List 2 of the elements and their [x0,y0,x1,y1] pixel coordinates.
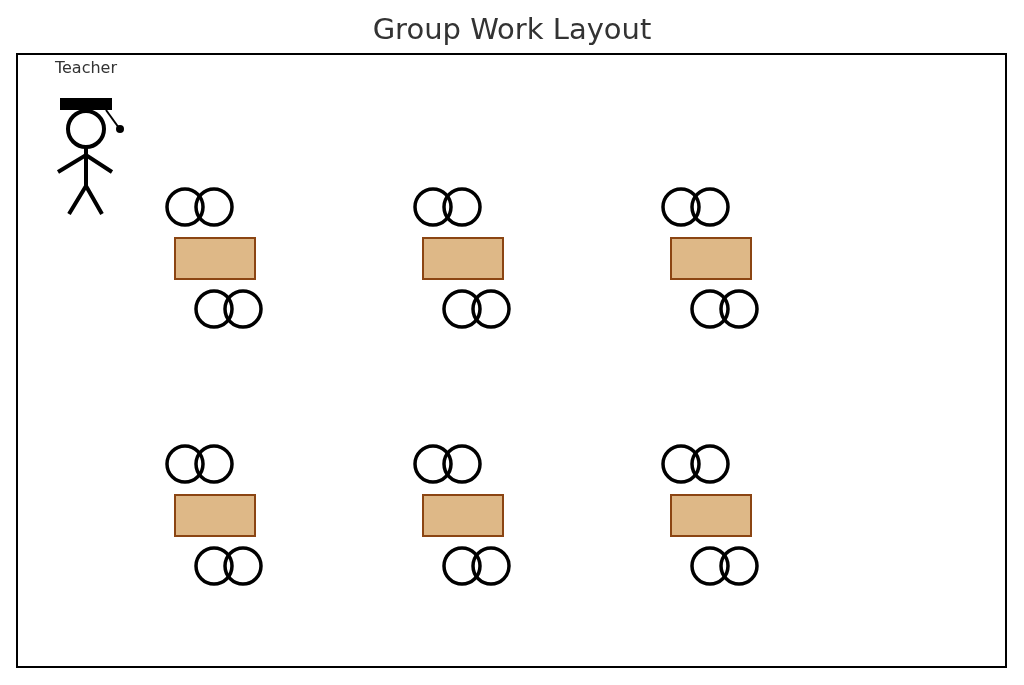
title: Group Work Layout [371,11,653,48]
teacher-label: Teacher [53,58,119,78]
